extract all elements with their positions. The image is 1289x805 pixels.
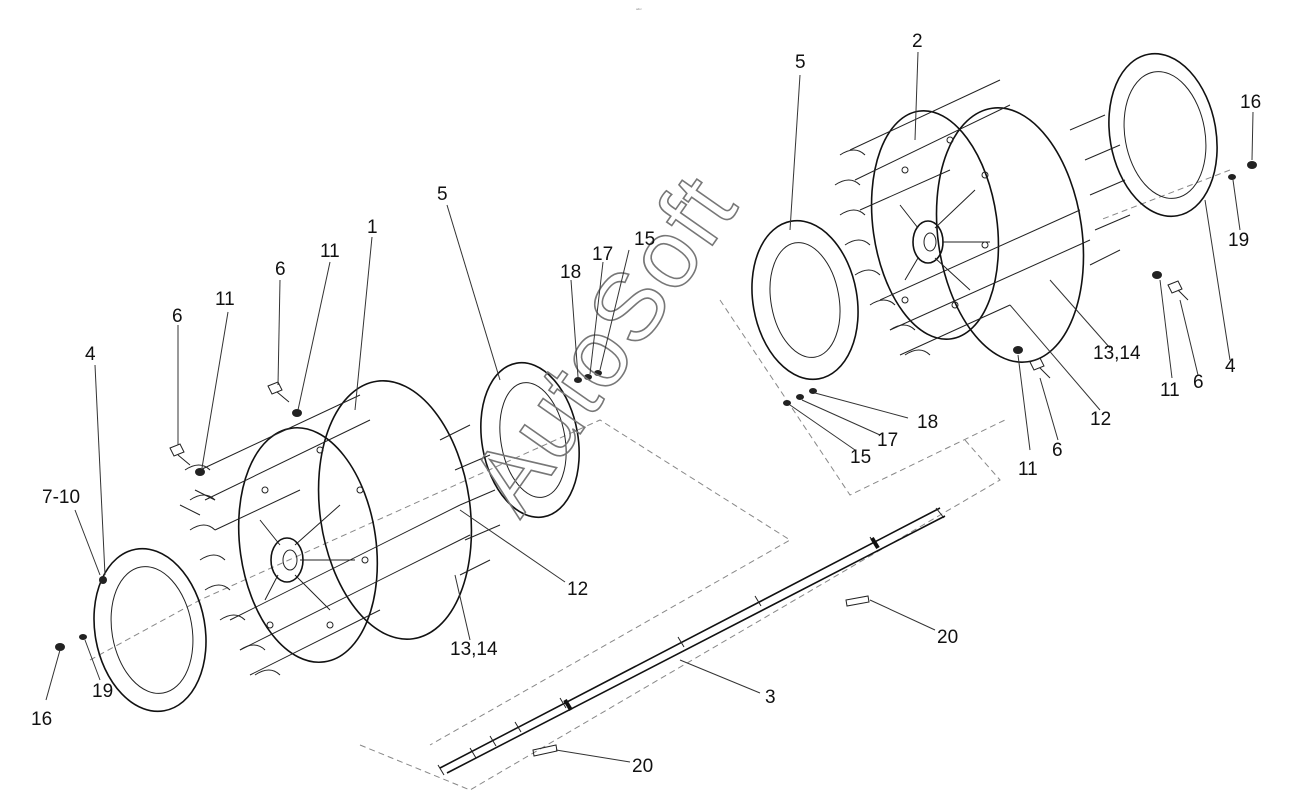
shaft-3 bbox=[437, 507, 946, 776]
callout-11-d: 11 bbox=[1018, 459, 1038, 480]
callout-5-right: 5 bbox=[795, 52, 806, 73]
callout-19-right: 19 bbox=[1228, 230, 1249, 251]
header-mark: ᵃᵇᶜ bbox=[636, 8, 642, 14]
leader-lines bbox=[45, 51, 1254, 763]
callout-19-left: 19 bbox=[92, 681, 113, 702]
callout-20-top: 20 bbox=[937, 627, 958, 648]
ring-right-5 bbox=[751, 219, 859, 381]
key-20-bottom bbox=[532, 744, 558, 757]
callout-5-left: 5 bbox=[437, 184, 448, 205]
callout-17-top: 17 bbox=[592, 244, 613, 265]
rotor-right bbox=[834, 79, 1131, 363]
callout-6-c: 6 bbox=[1193, 372, 1204, 393]
callout-15-bottom: 15 bbox=[850, 447, 871, 468]
callout-11-b: 11 bbox=[320, 241, 340, 262]
callout-11-a: 11 bbox=[215, 289, 235, 310]
callout-16-right: 16 bbox=[1240, 92, 1261, 113]
callout-12-right: 12 bbox=[1090, 409, 1111, 430]
callout-18-top: 18 bbox=[560, 262, 581, 283]
ring-middle-5 bbox=[480, 361, 580, 519]
callout-13-14-right: 13,14 bbox=[1093, 343, 1141, 364]
assembly-axes bbox=[89, 169, 1231, 791]
callout-6-d: 6 bbox=[1052, 440, 1063, 461]
rotor-left bbox=[179, 380, 501, 676]
fasteners bbox=[55, 161, 1257, 651]
callout-15-top: 15 bbox=[634, 229, 655, 250]
key-20-top bbox=[845, 595, 870, 607]
callout-12-left: 12 bbox=[567, 579, 588, 600]
callout-6-b: 6 bbox=[275, 259, 286, 280]
callout-6-a: 6 bbox=[172, 306, 183, 327]
callout-3: 3 bbox=[765, 687, 776, 708]
callout-2: 2 bbox=[912, 31, 923, 52]
ring-right-4 bbox=[1108, 52, 1218, 218]
watermark: AutoSoft bbox=[450, 156, 758, 532]
callout-11-c: 11 bbox=[1160, 380, 1180, 401]
callout-1: 1 bbox=[367, 217, 378, 238]
callout-17-bottom: 17 bbox=[877, 430, 898, 451]
callout-4-left: 4 bbox=[85, 344, 96, 365]
callout-13-14-left: 13,14 bbox=[450, 639, 498, 660]
callout-4-right: 4 bbox=[1225, 356, 1236, 377]
callout-20-bottom: 20 bbox=[632, 756, 653, 777]
callout-7-10: 7-10 bbox=[42, 487, 80, 508]
callout-18-bottom: 18 bbox=[917, 412, 938, 433]
callout-16-left: 16 bbox=[31, 709, 52, 730]
ring-left-4 bbox=[93, 547, 207, 713]
callout-labels: 1 2 3 4 4 5 5 6 6 6 6 7-10 11 11 11 11 1… bbox=[31, 31, 1261, 777]
